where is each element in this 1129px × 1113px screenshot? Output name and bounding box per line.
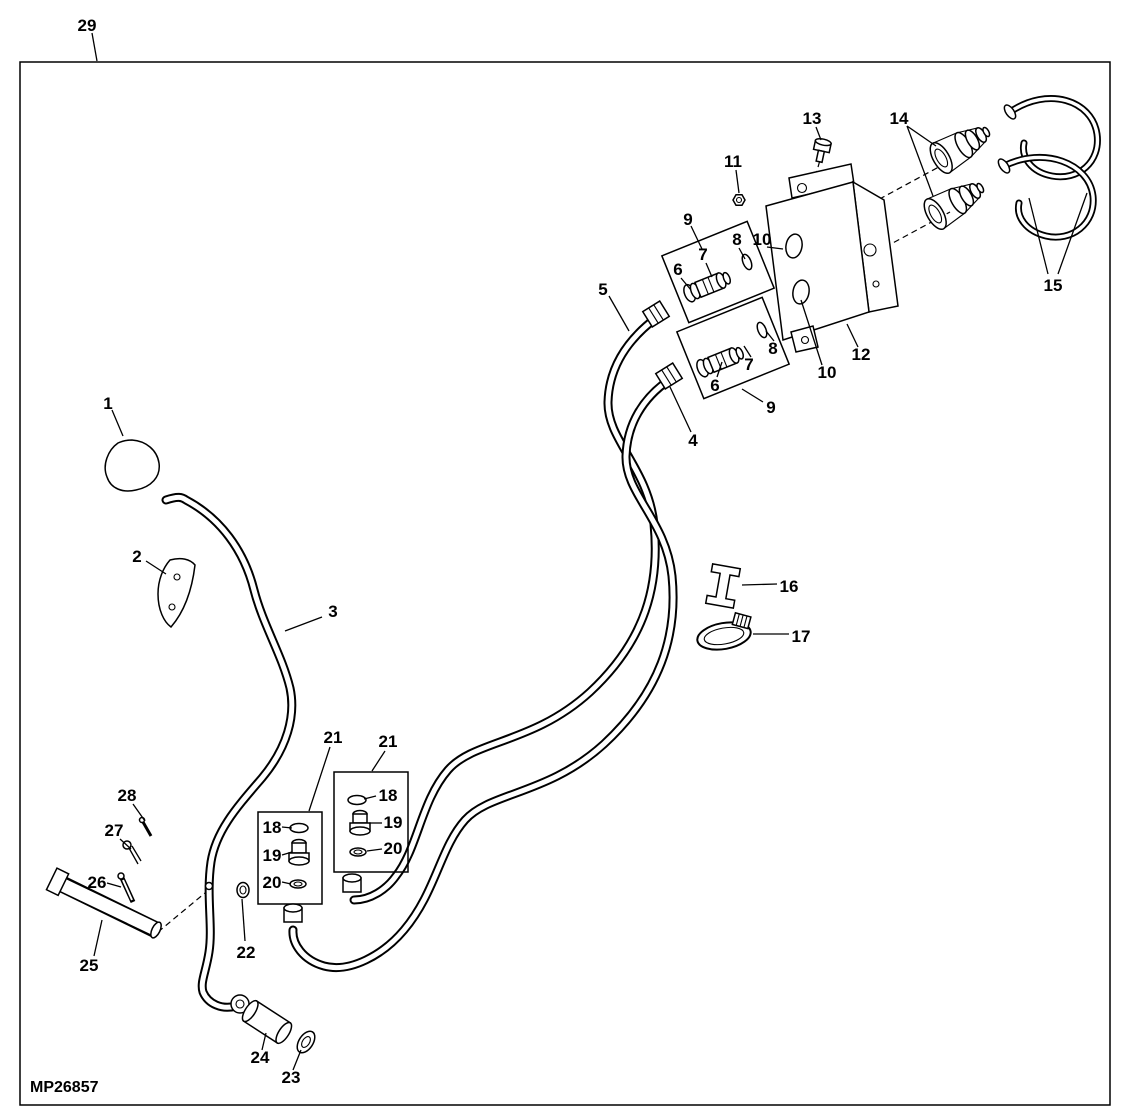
callout-10-lower: 10 — [818, 363, 837, 382]
callout-19-right: 19 — [384, 813, 403, 832]
callout-17: 17 — [792, 627, 811, 646]
washer-18-left — [289, 822, 309, 834]
callout-18-right: 18 — [379, 786, 398, 805]
callout-13: 13 — [803, 109, 822, 128]
callout-20-right: 20 — [384, 839, 403, 858]
oring-8-lower — [756, 321, 768, 339]
callout-23: 23 — [282, 1068, 301, 1087]
mounting-bracket — [765, 163, 899, 353]
coupler-lower — [923, 182, 985, 231]
dust-plug-loop-lower — [997, 154, 1097, 241]
connector-lower — [696, 346, 745, 378]
callout-8-lower: 8 — [768, 339, 777, 358]
rod-pin-hole — [204, 881, 214, 891]
callout-1: 1 — [103, 394, 112, 413]
spring-pin — [117, 872, 136, 904]
callout-16: 16 — [780, 577, 799, 596]
oring-8-upper — [741, 253, 753, 271]
leader-lines — [91, 32, 1088, 1071]
callout-11: 11 — [724, 152, 742, 171]
callout-10-upper: 10 — [753, 230, 772, 249]
connector-19-right — [349, 809, 371, 836]
callout-14: 14 — [890, 109, 909, 128]
callout-6-lower: 6 — [710, 376, 719, 395]
callout-26: 26 — [88, 873, 107, 892]
callout-7-upper: 7 — [698, 245, 707, 264]
coupler-upper — [929, 126, 991, 175]
callout-27: 27 — [105, 821, 124, 840]
callout-24: 24 — [251, 1048, 270, 1067]
oring-20-right — [349, 847, 367, 857]
oring-10-lower — [792, 279, 810, 305]
connector-box-upper — [660, 220, 776, 324]
dust-plug-loop-upper — [1003, 95, 1101, 181]
callout-28: 28 — [118, 786, 137, 805]
callout-29: 29 — [78, 16, 97, 35]
callout-4: 4 — [688, 431, 698, 450]
callout-19-left: 19 — [263, 846, 282, 865]
tube-nut-upper — [641, 300, 671, 328]
tube-nut-right-box — [342, 873, 362, 893]
line-clamp — [704, 563, 742, 609]
callout-25: 25 — [80, 956, 99, 975]
fitting-box-right — [333, 771, 409, 893]
callout-20-left: 20 — [263, 873, 282, 892]
callout-3: 3 — [328, 602, 337, 621]
tube-nut-left-box — [283, 903, 303, 923]
callout-18-left: 18 — [263, 818, 282, 837]
callout-15: 15 — [1044, 276, 1063, 295]
washer — [296, 1030, 316, 1054]
grommet — [236, 881, 250, 899]
hex-nut — [732, 194, 746, 206]
oring-10-upper — [785, 233, 803, 259]
connector-box-lower — [675, 296, 791, 400]
callout-22: 22 — [237, 943, 256, 962]
callout-labels: 29 1 2 3 5 9 6 7 8 10 11 13 14 15 4 6 7 … — [78, 16, 1063, 1087]
oring-20-left — [289, 879, 307, 889]
hose-clamp — [696, 611, 752, 651]
washer-18-right — [347, 794, 367, 806]
lever-plate — [157, 557, 196, 629]
callout-8-upper: 8 — [732, 230, 741, 249]
fitting-box-left — [257, 811, 323, 923]
callout-21-left: 21 — [324, 728, 343, 747]
callout-7-lower: 7 — [744, 355, 753, 374]
connector-upper — [683, 271, 732, 303]
knob — [104, 439, 160, 492]
callout-21-right: 21 — [379, 732, 398, 751]
pivot-pin — [45, 867, 162, 939]
hydraulic-tube-lower — [288, 375, 678, 972]
callout-2: 2 — [132, 547, 141, 566]
bolt — [812, 138, 832, 164]
callout-9-upper: 9 — [683, 210, 692, 229]
tube-nut-lower — [654, 362, 684, 390]
cotter-pin — [122, 840, 142, 865]
callout-6-upper: 6 — [673, 260, 682, 279]
callout-9-lower: 9 — [766, 398, 775, 417]
hydraulic-tube-upper — [349, 313, 661, 905]
connector-19-left — [288, 838, 310, 866]
drawing-code: MP26857 — [30, 1079, 99, 1096]
diagram-border — [19, 61, 1111, 1106]
bushing — [241, 999, 293, 1045]
callout-12: 12 — [852, 345, 871, 364]
callout-5: 5 — [598, 280, 607, 299]
